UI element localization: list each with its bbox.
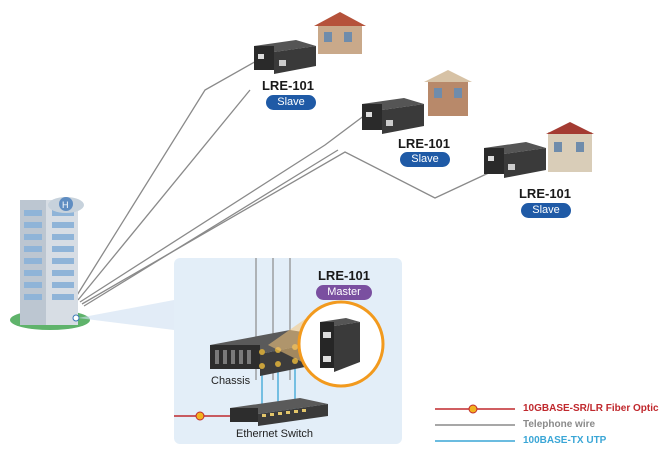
ethernet-switch xyxy=(230,398,328,426)
slave-2-model: LRE-101 xyxy=(397,136,451,151)
slave-device-3 xyxy=(484,142,546,178)
slave-device-2 xyxy=(362,98,424,134)
chassis-label: Chassis xyxy=(211,375,251,387)
legend-lines xyxy=(435,404,515,442)
slave-2-badge: Slave xyxy=(400,152,450,167)
slave-house-3 xyxy=(546,122,594,172)
slave-1-model: LRE-101 xyxy=(261,78,315,93)
tower-building: H xyxy=(10,197,90,330)
svg-text:H: H xyxy=(62,200,69,210)
telephone-wires xyxy=(73,59,496,307)
slave-1-badge: Slave xyxy=(266,95,316,110)
legend-fiber-label: 10GBASE-SR/LR Fiber Optic xyxy=(523,403,659,414)
slave-3-model: LRE-101 xyxy=(518,186,572,201)
slave-device-1 xyxy=(254,40,316,74)
switch-label: Ethernet Switch xyxy=(236,428,314,440)
master-model: LRE-101 xyxy=(317,268,371,283)
slave-house-2 xyxy=(424,70,472,116)
slave-house-1 xyxy=(314,12,366,54)
slave-3-badge: Slave xyxy=(521,203,571,218)
panel-beam xyxy=(78,300,174,330)
master-device-zoom xyxy=(320,318,360,372)
legend-telephone-label: Telephone wire xyxy=(523,419,596,430)
master-badge: Master xyxy=(316,285,372,300)
fiber-connector xyxy=(195,411,205,421)
legend-utp-label: 100BASE-TX UTP xyxy=(523,435,607,446)
